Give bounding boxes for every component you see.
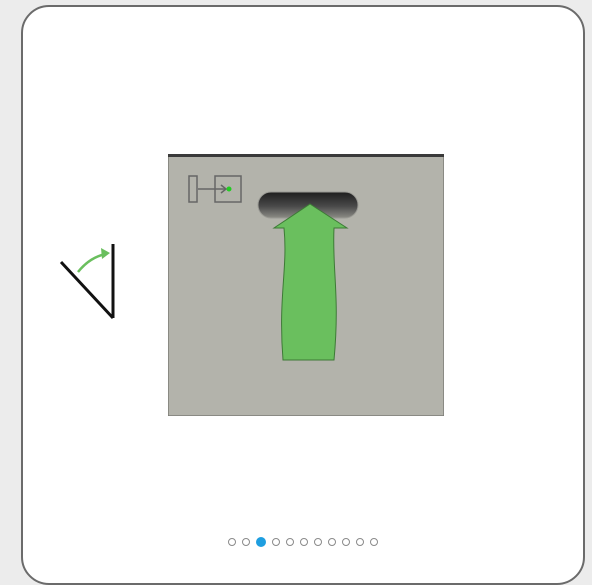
page-dot-3[interactable] — [255, 537, 266, 547]
card-insert-icon — [188, 175, 242, 203]
pagination-dots — [0, 535, 592, 549]
page-dot-4[interactable] — [271, 538, 280, 546]
page-dot-10[interactable] — [355, 538, 364, 546]
indicator-led — [226, 186, 232, 192]
page-dot-8[interactable] — [327, 538, 336, 546]
insert-direction-arrow — [272, 203, 349, 361]
page-dot-11[interactable] — [369, 538, 378, 546]
page-dot-2[interactable] — [241, 538, 250, 546]
door-swing-angle-icon — [59, 244, 115, 320]
page-dot-5[interactable] — [285, 538, 294, 546]
page-dot-9[interactable] — [341, 538, 350, 546]
page-dot-7[interactable] — [313, 538, 322, 546]
card-reader-panel — [168, 154, 444, 416]
page-dot-1[interactable] — [227, 538, 236, 546]
page-dot-6[interactable] — [299, 538, 308, 546]
